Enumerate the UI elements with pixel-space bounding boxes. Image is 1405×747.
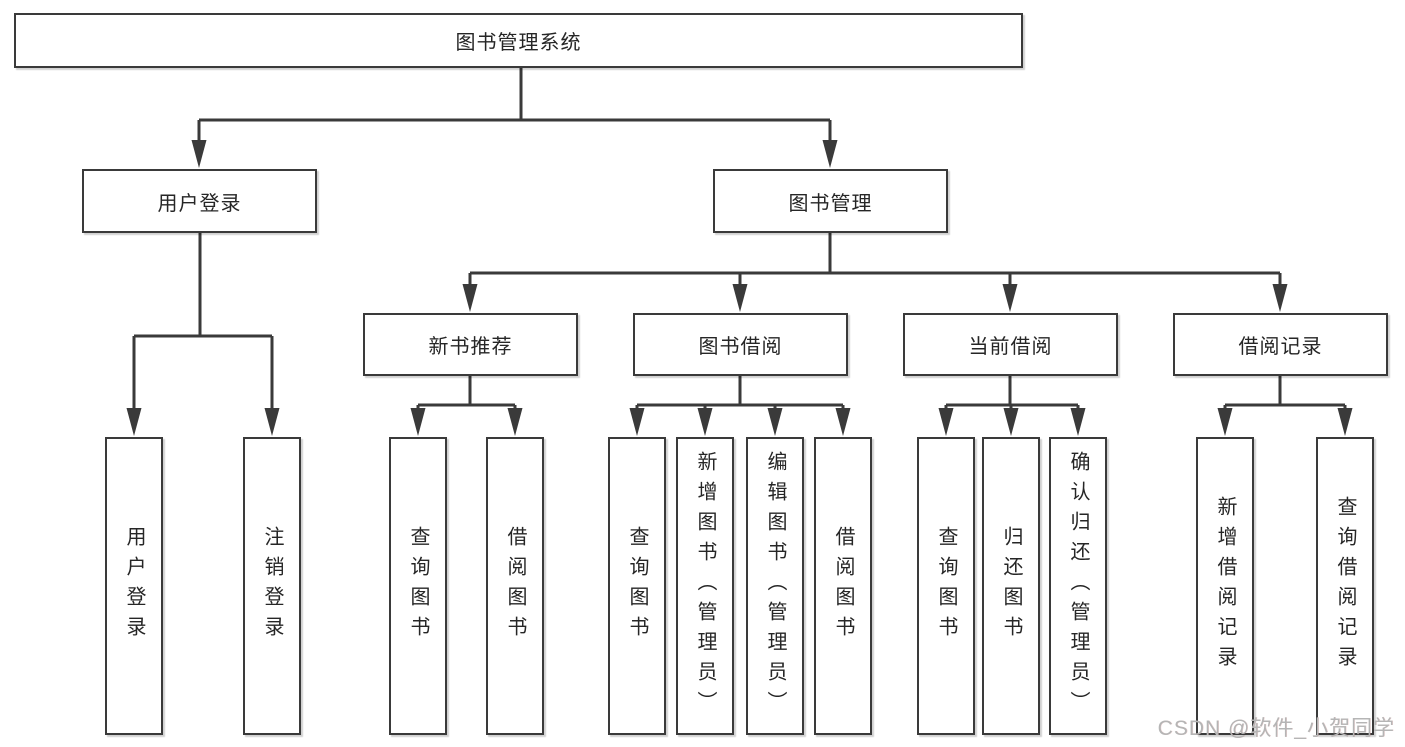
node-current-borrow-label: 当前借阅 bbox=[968, 336, 1053, 358]
arrow-to-borrow-records bbox=[1272, 284, 1288, 312]
leaf-borrow-query: 查询图书 bbox=[608, 437, 666, 735]
leaf-newbooks-query-label: 查询图书 bbox=[407, 526, 429, 646]
leaf-borrow-add-admin: 新增图书（管理员） bbox=[676, 437, 734, 735]
leaf-current-return: 归还图书 bbox=[982, 437, 1040, 735]
node-user-login-label: 用户登录 bbox=[157, 192, 242, 215]
arrow-to-leaf-bb2 bbox=[697, 408, 713, 436]
node-root-label: 图书管理系统 bbox=[455, 32, 582, 54]
leaf-current-confirm-admin: 确认归还（管理员） bbox=[1049, 437, 1107, 735]
leaf-current-query-label: 查询图书 bbox=[935, 526, 957, 646]
leaf-current-return-label: 归还图书 bbox=[1000, 526, 1022, 646]
arrow-to-new-books bbox=[462, 284, 478, 312]
leaf-records-query-label: 查询借阅记录 bbox=[1334, 496, 1356, 676]
leaf-borrow-borrow: 借阅图书 bbox=[814, 437, 872, 735]
leaf-newbooks-borrow-label: 借阅图书 bbox=[504, 526, 526, 646]
node-book-borrow: 图书借阅 bbox=[633, 313, 848, 376]
leaf-records-add-label: 新增借阅记录 bbox=[1214, 496, 1236, 676]
leaf-newbooks-borrow: 借阅图书 bbox=[486, 437, 544, 735]
node-book-mgmt-label: 图书管理 bbox=[788, 192, 873, 215]
arrow-to-leaf-br2 bbox=[1337, 408, 1353, 436]
node-new-books-label: 新书推荐 bbox=[428, 336, 513, 358]
leaf-newbooks-query: 查询图书 bbox=[389, 437, 447, 735]
arrow-to-leaf-br1 bbox=[1217, 408, 1233, 436]
node-book-mgmt: 图书管理 bbox=[713, 169, 948, 233]
arrow-to-leaf-cb3 bbox=[1070, 408, 1086, 436]
arrow-to-leaf-bb1 bbox=[629, 408, 645, 436]
leaf-borrow-edit-admin: 编辑图书（管理员） bbox=[746, 437, 804, 735]
arrow-to-book-mgmt bbox=[822, 140, 838, 168]
arrow-to-leaf-cb2 bbox=[1003, 408, 1019, 436]
leaf-records-add: 新增借阅记录 bbox=[1196, 437, 1254, 735]
leaf-current-query: 查询图书 bbox=[917, 437, 975, 735]
arrow-to-leaf-nb2 bbox=[507, 408, 523, 436]
arrow-to-book-borrow bbox=[732, 284, 748, 312]
leaf-borrow-query-label: 查询图书 bbox=[626, 526, 648, 646]
leaf-user-login: 用户登录 bbox=[105, 437, 163, 735]
node-book-borrow-label: 图书借阅 bbox=[698, 336, 783, 358]
arrow-to-current-borrow bbox=[1002, 284, 1018, 312]
leaf-records-query: 查询借阅记录 bbox=[1316, 437, 1374, 735]
node-new-books: 新书推荐 bbox=[363, 313, 578, 376]
node-borrow-records-label: 借阅记录 bbox=[1238, 336, 1323, 358]
arrow-to-leaf-cb1 bbox=[938, 408, 954, 436]
arrow-to-user-login bbox=[191, 140, 207, 168]
leaf-logout-label: 注销登录 bbox=[261, 526, 283, 646]
node-borrow-records: 借阅记录 bbox=[1173, 313, 1388, 376]
arrow-to-leaf-login bbox=[126, 408, 142, 436]
arrow-to-leaf-bb4 bbox=[835, 408, 851, 436]
node-current-borrow: 当前借阅 bbox=[903, 313, 1118, 376]
node-root: 图书管理系统 bbox=[14, 13, 1023, 68]
watermark: CSDN @软件_小贺同学 bbox=[1157, 717, 1395, 740]
arrow-to-leaf-nb1 bbox=[410, 408, 426, 436]
arrow-to-leaf-bb3 bbox=[767, 408, 783, 436]
leaf-user-login-label: 用户登录 bbox=[123, 526, 145, 646]
arrow-to-leaf-logout bbox=[264, 408, 280, 436]
leaf-borrow-edit-admin-label: 编辑图书（管理员） bbox=[764, 451, 786, 721]
node-user-login: 用户登录 bbox=[82, 169, 317, 233]
leaf-logout: 注销登录 bbox=[243, 437, 301, 735]
leaf-current-confirm-admin-label: 确认归还（管理员） bbox=[1067, 451, 1089, 721]
leaf-borrow-borrow-label: 借阅图书 bbox=[832, 526, 854, 646]
leaf-borrow-add-admin-label: 新增图书（管理员） bbox=[694, 451, 716, 721]
